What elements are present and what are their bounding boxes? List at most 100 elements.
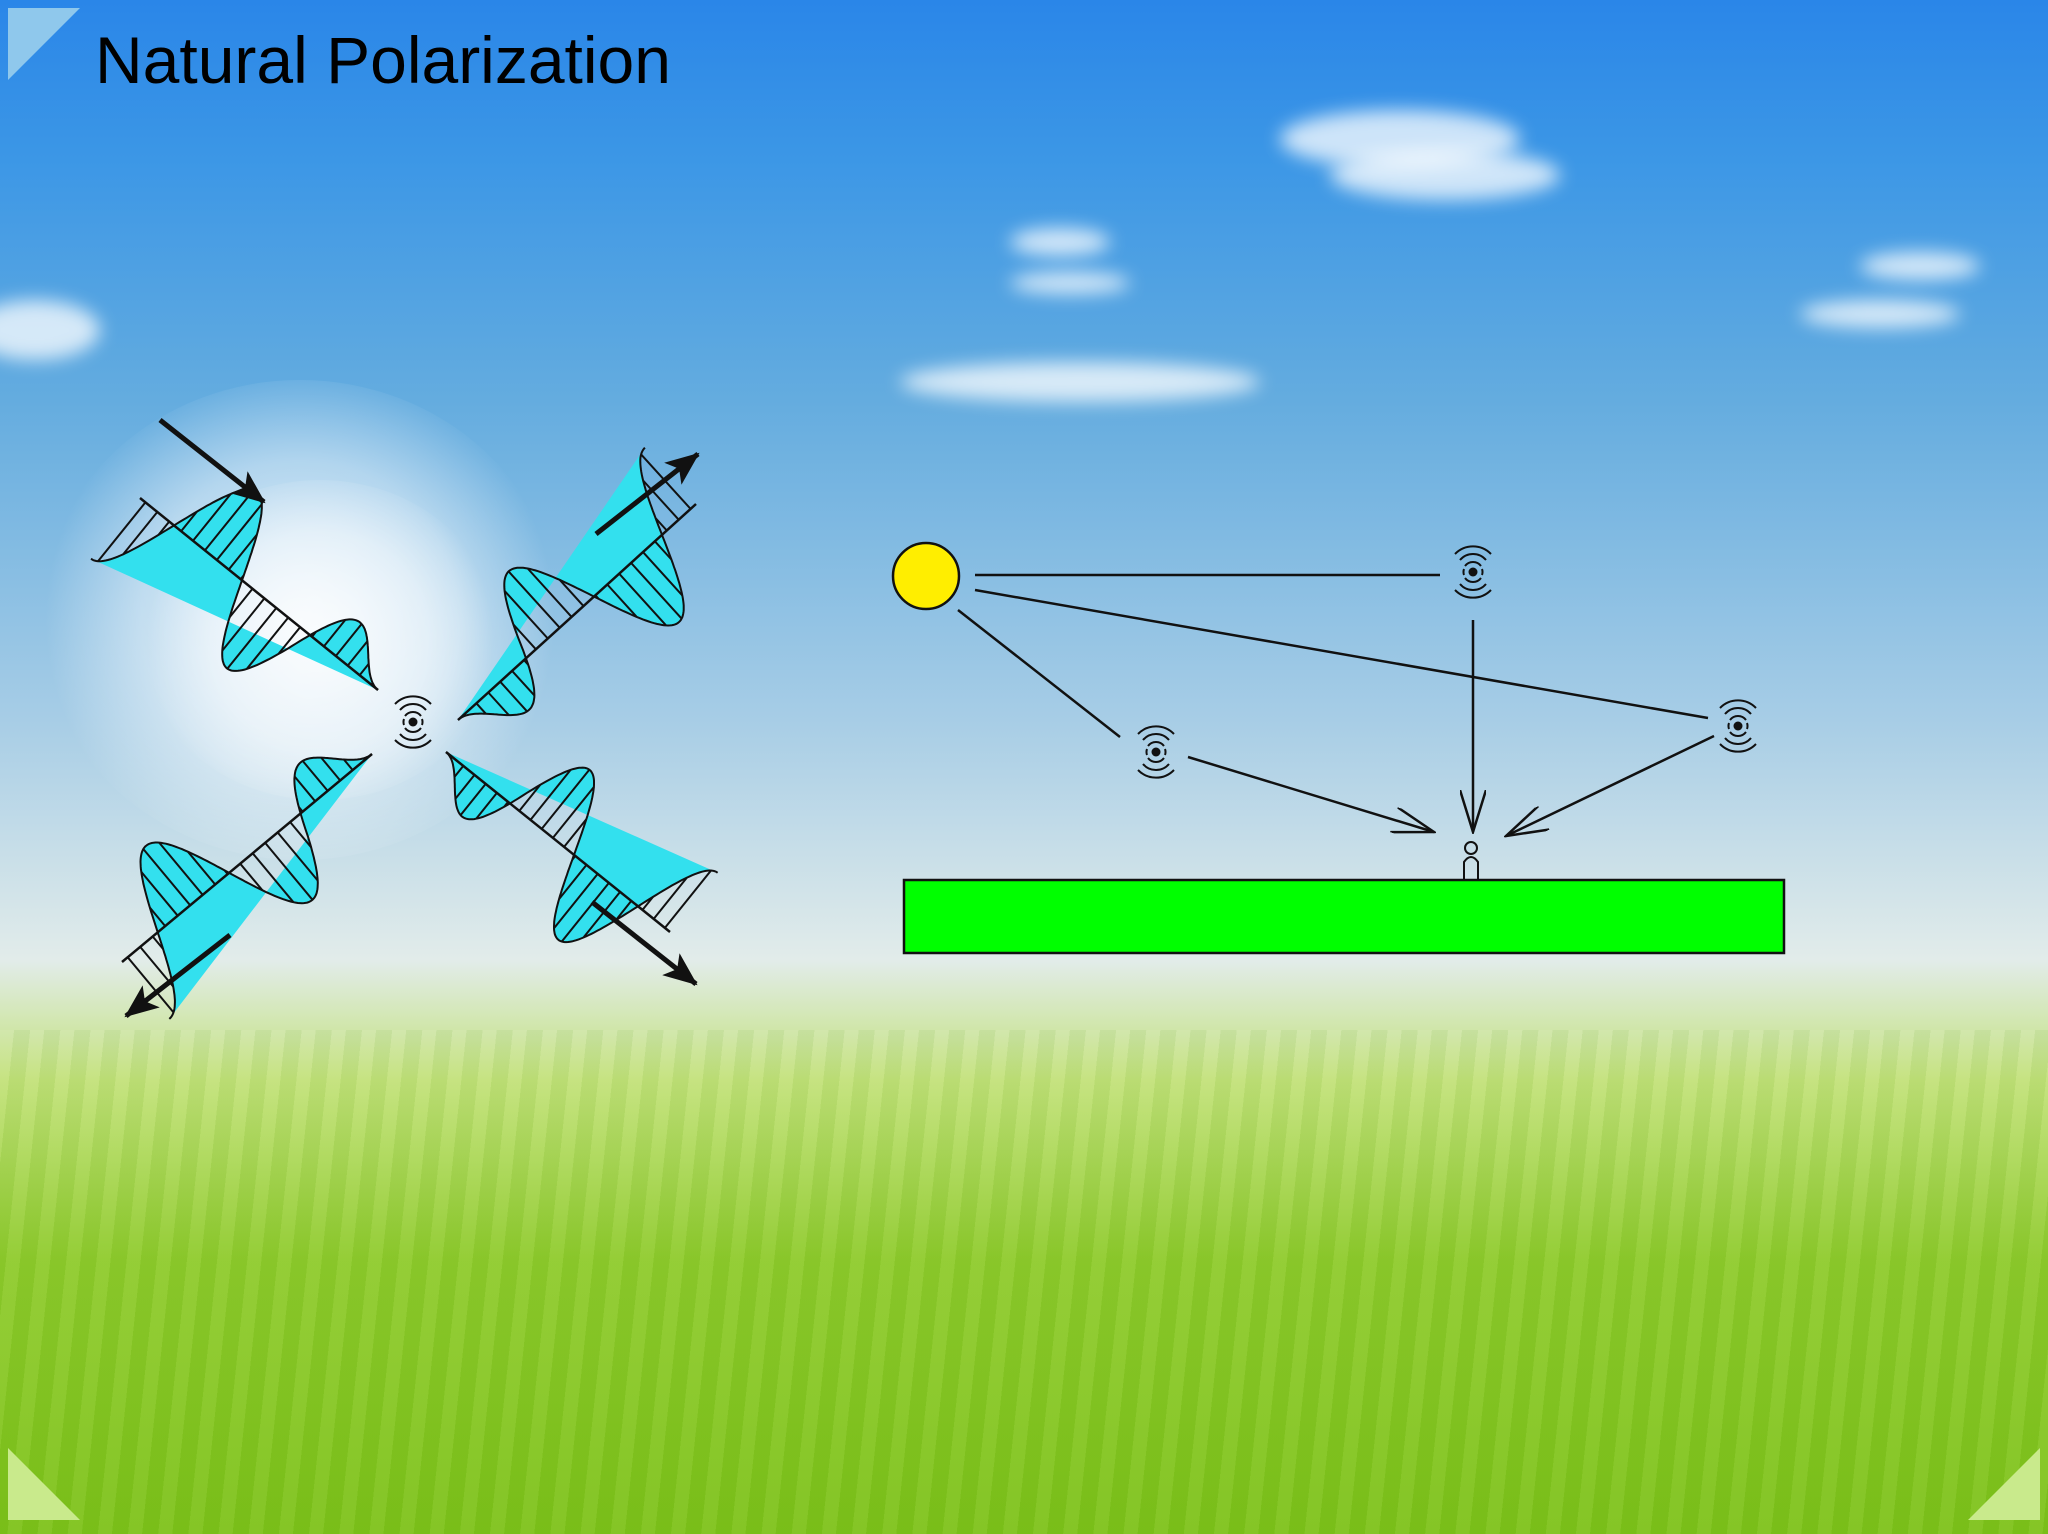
wave-group [90, 447, 719, 1020]
wave-hatch [289, 821, 312, 848]
wave-axis [121, 753, 373, 963]
wave-hatch [511, 670, 536, 697]
wave-hatch [552, 786, 595, 839]
cloud [900, 362, 1260, 402]
wave-hatch [618, 573, 667, 627]
wave-hatch [630, 562, 683, 620]
wave-hatch [139, 946, 174, 988]
wave-hatch [346, 640, 369, 667]
wave-hatch [475, 792, 498, 820]
wave-hatch [499, 681, 528, 713]
polarized-wave [445, 751, 719, 944]
wave-hatch [558, 579, 585, 607]
cloud [1860, 252, 1980, 280]
wave-hatch [180, 510, 198, 532]
grass-field [0, 1030, 2048, 1534]
wave-hatch [97, 501, 147, 562]
radiating-particle-icon [1719, 699, 1757, 753]
ground-surface [902, 878, 1786, 955]
wave-hatch [453, 765, 465, 778]
wave-hatch [192, 493, 232, 542]
wave-hatch [454, 774, 476, 800]
wave-hatch [320, 756, 341, 782]
wave-hatch [221, 597, 266, 652]
polarized-wave [457, 447, 697, 721]
wave-hatch [654, 540, 673, 561]
wave-hatch [158, 841, 204, 896]
wave-outline [445, 751, 719, 944]
wave-hatch [276, 831, 319, 882]
wave-hatch [518, 784, 542, 812]
wave-hatch [642, 551, 684, 597]
scattered-ray [1187, 755, 1434, 832]
wave-hatch [142, 848, 191, 906]
wave-hatch [553, 873, 599, 929]
wave-hatch [227, 533, 258, 571]
wave-hatch [187, 851, 216, 886]
corner-decoration [8, 8, 80, 80]
sun-ray [957, 609, 1121, 738]
wave-hatch [459, 783, 487, 816]
wave-hatch [140, 871, 179, 917]
wave-hatch [226, 607, 278, 670]
cloud [1330, 150, 1560, 200]
cloud [1800, 300, 1960, 328]
wave-hatch [582, 891, 621, 939]
wave-hatch [251, 852, 295, 903]
wave-outline [139, 753, 373, 1020]
incoming-wave-arrow [158, 418, 266, 504]
wave-hatch [301, 760, 329, 792]
wave-outline [457, 447, 685, 721]
wave-hatch [652, 876, 688, 920]
wave-hatch [151, 935, 164, 950]
wave-outline [90, 488, 379, 691]
wave-hatch [642, 479, 680, 521]
sun-icon [891, 541, 961, 611]
corner-decoration [1968, 1448, 2040, 1520]
wave-hatch [558, 864, 588, 900]
wave-hatch [540, 769, 591, 830]
corner-decoration [8, 1448, 80, 1520]
wave-hatch [358, 663, 370, 676]
wave-hatch [246, 616, 289, 670]
wave-hatch [615, 900, 633, 921]
cloud [1010, 272, 1130, 294]
wave-axis [457, 503, 697, 721]
radiating-particle-icon [1454, 545, 1492, 599]
wave-hatch [335, 623, 363, 657]
sun-ray [974, 588, 1709, 720]
radiating-particle-icon [1137, 725, 1175, 779]
polarized-wave [121, 753, 373, 1020]
wave-hatch [126, 956, 175, 1014]
slide-title: Natural Polarization [95, 23, 671, 97]
wave-hatch [228, 588, 254, 618]
observer-icon [1463, 841, 1479, 880]
wave-fill [446, 752, 718, 943]
outgoing-wave-arrow [124, 933, 232, 1018]
cloud [1010, 228, 1110, 256]
scattered-ray [1506, 734, 1715, 836]
wave-hatch [606, 583, 638, 618]
wave-hatch [563, 818, 588, 848]
cloud [0, 300, 100, 360]
wave-hatch [264, 842, 314, 901]
wave-fill [458, 447, 684, 720]
wave-hatch [293, 775, 316, 802]
outgoing-wave-arrow [594, 452, 700, 536]
wave-hatch [122, 511, 159, 555]
wave-hatch [507, 570, 561, 629]
wave-hatch [343, 758, 354, 771]
wave-hatch [561, 882, 610, 943]
wave-hatch [216, 503, 263, 561]
wave-hatch [503, 590, 549, 640]
wave-hatch [475, 702, 487, 715]
wave-hatch [526, 567, 573, 618]
wave-hatch [654, 517, 668, 532]
radiating-particle-icon [394, 695, 432, 749]
outgoing-wave-arrow [590, 900, 698, 986]
wave-axis [139, 497, 379, 691]
wave-fill [140, 754, 372, 1019]
wave-hatch [277, 626, 301, 655]
